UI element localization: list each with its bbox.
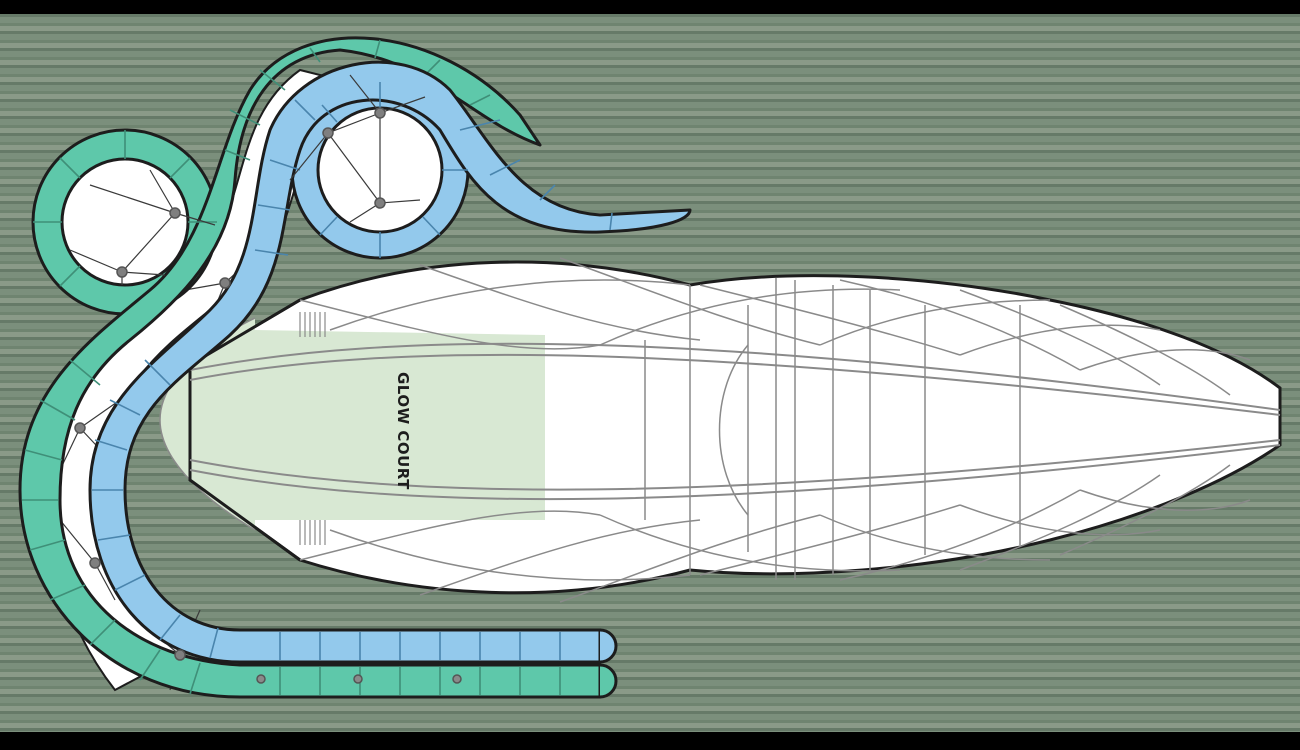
glow-court-label[interactable]: GLOW COURT <box>394 372 412 490</box>
dome-building[interactable] <box>159 257 1282 603</box>
green-water-slide[interactable] <box>18 36 618 699</box>
glow-court-area[interactable] <box>190 330 545 520</box>
bottom-border <box>0 732 1300 750</box>
top-border <box>0 0 1300 14</box>
support-posts <box>256 674 462 684</box>
